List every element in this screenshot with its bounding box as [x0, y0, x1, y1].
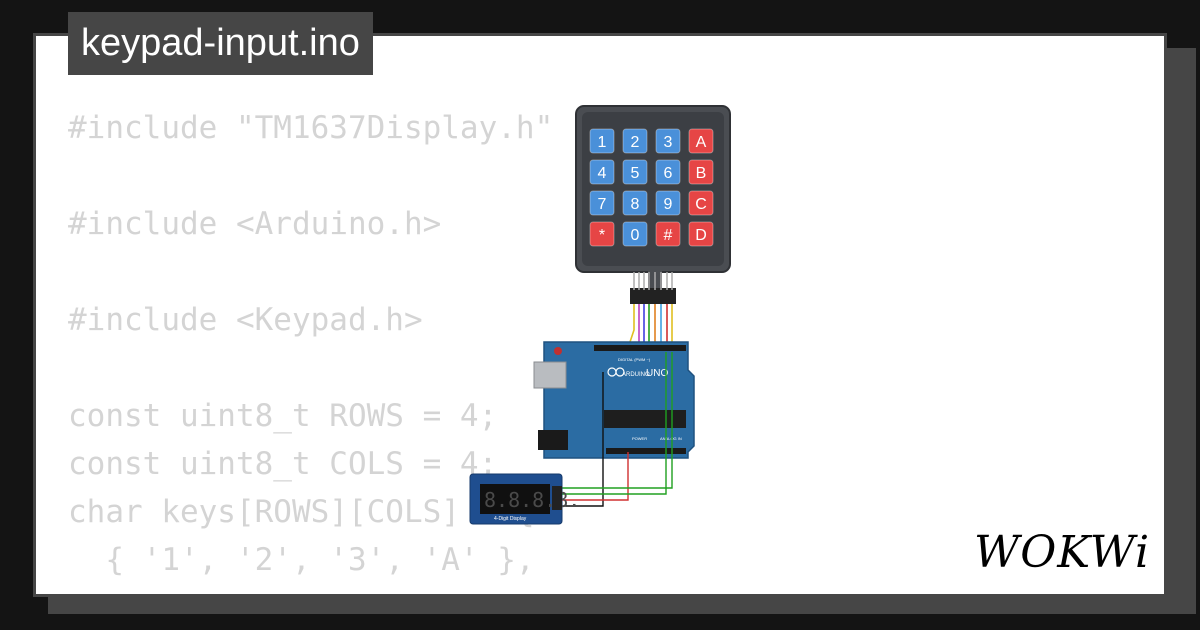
keypad-key-label: 6 [664, 165, 673, 182]
keypad-key-label: 9 [664, 196, 673, 213]
keypad-key[interactable]: B [688, 159, 714, 185]
keypad-key[interactable]: # [655, 221, 681, 247]
keypad-key-label: 8 [631, 196, 640, 213]
arduino-model: UNO [646, 368, 668, 379]
arduino-digital-label: DIGITAL (PWM ~) [618, 357, 651, 362]
code-line: { '1', '2', '3', 'A' }, [68, 542, 535, 578]
keypad-key-label: C [695, 196, 707, 213]
wokwi-logo: WOKWi [974, 526, 1152, 580]
keypad-key-label: 5 [631, 165, 640, 182]
code-line: #include <Arduino.h> [68, 206, 442, 242]
keypad-key[interactable]: 4 [589, 159, 615, 185]
keypad-key-label: D [695, 227, 707, 244]
keypad-key-label: # [664, 227, 673, 244]
keypad-key-label: A [696, 134, 707, 151]
file-name-tab: keypad-input.ino [68, 12, 373, 75]
arduino-uno-board: ARDUINO UNO DIGITAL (PWM ~) POWER ANALOG… [533, 341, 695, 459]
keypad-key[interactable]: 2 [622, 128, 648, 154]
keypad-key-label: 0 [631, 227, 640, 244]
code-line: const uint8_t COLS = 4; [68, 446, 498, 482]
keypad-pins [630, 272, 676, 304]
keypad-key-label: 4 [598, 165, 607, 182]
wokwi-logo-text: WOKWi [974, 527, 1151, 578]
keypad-key[interactable]: 7 [589, 190, 615, 216]
code-line: #include <Keypad.h> [68, 302, 423, 338]
code-line: const uint8_t ROWS = 4; [68, 398, 498, 434]
code-line: { '4', '5', '6', 'B' }, [68, 584, 553, 594]
display-digits: 8.8.8.8. [484, 488, 580, 512]
keypad-key-label: * [599, 227, 605, 244]
code-line: #include "TM1637Display.h" [68, 110, 554, 146]
keypad-key-label: 7 [598, 196, 607, 213]
keypad: 1 2 3 A 4 5 6 B 7 8 9 C * 0 # D [575, 105, 731, 304]
keypad-key[interactable]: * [589, 221, 615, 247]
keypad-key-label: 2 [631, 134, 640, 151]
keypad-key[interactable]: 0 [622, 221, 648, 247]
keypad-key[interactable]: C [688, 190, 714, 216]
arduino-power-label: POWER [632, 436, 647, 441]
keypad-key[interactable]: 3 [655, 128, 681, 154]
arduino-analog-label: ANALOG IN [660, 436, 682, 441]
keypad-key[interactable]: 6 [655, 159, 681, 185]
display-wires [562, 352, 673, 507]
arduino-brand: ARDUINO [622, 372, 650, 378]
keypad-key-label: B [696, 165, 707, 182]
keypad-key[interactable]: 8 [622, 190, 648, 216]
keypad-key-label: 3 [664, 134, 673, 151]
keypad-key[interactable]: 1 [589, 128, 615, 154]
keypad-key[interactable]: D [688, 221, 714, 247]
keypad-key[interactable]: A [688, 128, 714, 154]
keypad-key-label: 1 [598, 134, 607, 151]
code-preview: #include "TM1637Display.h" #include <Ardu… [68, 104, 554, 594]
four-digit-display: 8.8.8.8. 4-Digit Display [469, 473, 580, 525]
display-label: 4-Digit Display [494, 516, 527, 522]
keypad-key[interactable]: 9 [655, 190, 681, 216]
keypad-wires [627, 304, 673, 349]
keypad-keys: 1 2 3 A 4 5 6 B 7 8 9 C * 0 # D [589, 128, 714, 247]
keypad-key[interactable]: 5 [622, 159, 648, 185]
